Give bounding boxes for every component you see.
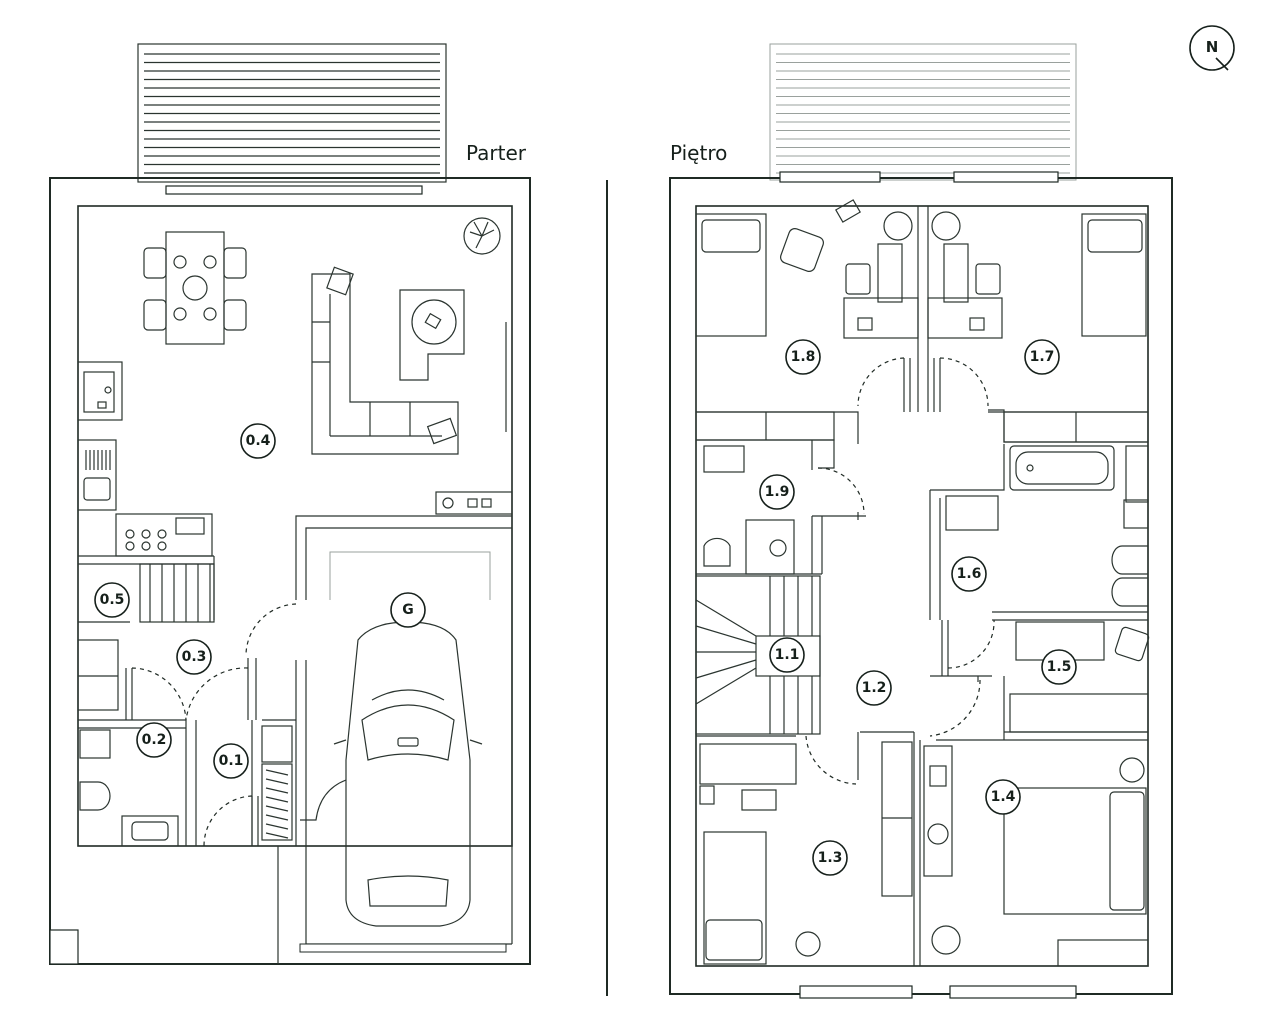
svg-text:0.4: 0.4 — [246, 433, 271, 449]
ground-outer-walls — [49, 177, 531, 965]
dining-table — [143, 231, 247, 345]
svg-text:G: G — [402, 602, 414, 618]
media-unit — [435, 491, 513, 515]
svg-text:1.1: 1.1 — [775, 647, 800, 663]
hall-wardrobe — [261, 725, 293, 841]
upper-partitions — [696, 206, 1148, 966]
bedroom-1-4-furniture — [923, 745, 1149, 967]
bedroom-1-3-furniture — [699, 741, 913, 965]
ground-stair — [139, 563, 215, 623]
car-icon — [300, 621, 483, 927]
room-label-1-8: 1.8 — [785, 339, 821, 375]
upper-doors — [805, 357, 995, 785]
ground-bathroom — [79, 729, 179, 847]
bathroom-1-9 — [703, 445, 795, 575]
svg-text:1.3: 1.3 — [818, 850, 843, 866]
garage-walls — [277, 515, 513, 964]
coffee-table — [399, 289, 465, 381]
room-label-1-4: 1.4 — [985, 779, 1021, 815]
svg-text:1.9: 1.9 — [765, 484, 790, 500]
svg-text:0.3: 0.3 — [182, 649, 207, 665]
compass-icon: N — [1189, 25, 1235, 71]
svg-text:1.8: 1.8 — [791, 349, 816, 365]
upper-terrace-outline — [769, 43, 1077, 181]
room-label-0-3: 0.3 — [176, 639, 212, 675]
svg-text:1.5: 1.5 — [1047, 659, 1072, 675]
svg-text:0.2: 0.2 — [142, 732, 167, 748]
svg-text:1.6: 1.6 — [957, 566, 982, 582]
kitchen — [77, 361, 213, 557]
room-label-1-3: 1.3 — [812, 840, 848, 876]
room-label-1-7: 1.7 — [1024, 339, 1060, 375]
upper-floor — [669, 43, 1173, 999]
ground-floor-title: Parter — [466, 141, 527, 165]
svg-text:0.1: 0.1 — [219, 753, 244, 769]
upper-stair — [695, 575, 821, 735]
svg-text:1.4: 1.4 — [991, 789, 1016, 805]
room-label-1-9: 1.9 — [759, 474, 795, 510]
bedroom-1-8-furniture — [695, 199, 919, 441]
svg-text:1.2: 1.2 — [862, 680, 887, 696]
room-1-5-furniture — [1009, 621, 1150, 733]
svg-text:1.7: 1.7 — [1030, 349, 1055, 365]
room-label-g: G — [390, 592, 426, 628]
bedroom-1-7-furniture — [927, 211, 1149, 443]
ground-terrace — [137, 43, 447, 183]
room-label-1-5: 1.5 — [1041, 649, 1077, 685]
corner-sofa — [311, 266, 459, 455]
room-label-0-1: 0.1 — [213, 743, 249, 779]
room-label-1-2: 1.2 — [856, 670, 892, 706]
room-label-1-6: 1.6 — [951, 556, 987, 592]
room-label-0-4: 0.4 — [240, 423, 276, 459]
room-label-1-1: 1.1 — [769, 637, 805, 673]
svg-text:0.5: 0.5 — [100, 592, 125, 608]
room-label-0-5: 0.5 — [94, 582, 130, 618]
upper-floor-title: Piętro — [670, 141, 727, 165]
plant-icon — [463, 217, 501, 255]
bathroom-1-6 — [945, 445, 1149, 607]
room-label-0-2: 0.2 — [136, 722, 172, 758]
compass-label: N — [1206, 38, 1219, 56]
ground-floor — [49, 43, 531, 965]
